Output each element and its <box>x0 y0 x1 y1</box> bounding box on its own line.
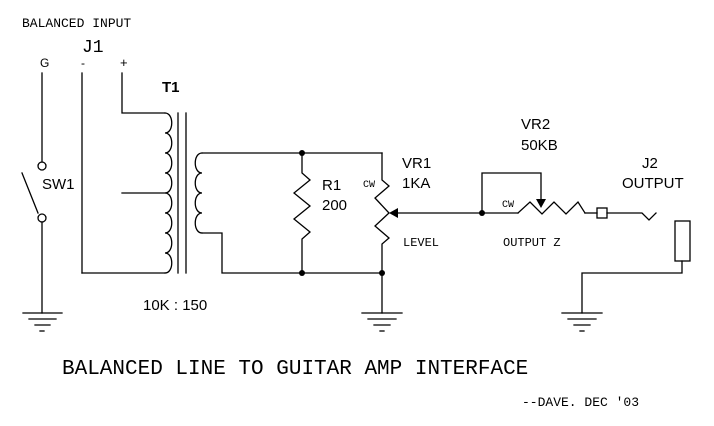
switch-contact-top <box>37 161 47 171</box>
j2-sleeve-body <box>674 220 691 262</box>
vr1-cw-mark: CW <box>363 180 375 191</box>
j1-ref-label: J1 <box>82 38 104 58</box>
junction-dot <box>379 270 385 276</box>
t1-secondary-coil <box>194 152 203 234</box>
t1-ref-label: T1 <box>162 79 180 96</box>
j2-tip-contact <box>606 212 657 221</box>
ground-symbol-output <box>561 312 603 332</box>
switch-contact-bottom <box>37 213 47 223</box>
junction-dot <box>299 150 305 156</box>
sw1-ref-label: SW1 <box>42 176 75 193</box>
ground-symbol-main <box>361 312 403 332</box>
terminal-connector <box>596 207 608 219</box>
vr2-potentiometer <box>517 200 586 215</box>
diagram-credit: --DAVE. DEC '03 <box>522 395 639 410</box>
j1-pin-plus-label: + <box>120 55 128 70</box>
r1-resistor <box>292 152 312 274</box>
vr2-function-label: OUTPUT Z <box>503 236 561 250</box>
diagram-title: BALANCED LINE TO GUITAR AMP INTERFACE <box>62 358 528 381</box>
t1-ratio-label: 10K : 150 <box>143 297 207 314</box>
j2-ref-label: J2 <box>642 155 658 172</box>
j2-ground-wire <box>581 260 683 314</box>
balanced-input-heading: BALANCED INPUT <box>22 16 131 31</box>
vr2-wiper-loop <box>481 172 542 214</box>
sw1-switch <box>21 72 47 314</box>
t1-primary-coil <box>164 112 173 274</box>
switch-blade <box>21 172 39 214</box>
vr2-cw-mark: CW <box>502 200 514 211</box>
vr1-value-label: 1KA <box>402 175 430 192</box>
secondary-bottom-wire <box>201 232 383 274</box>
j1-pin-minus-label: - <box>81 56 85 70</box>
vr2-wiper-arrow <box>536 199 546 208</box>
j1-pin-g-label: G <box>40 56 49 70</box>
junction-dot <box>299 270 305 276</box>
vr1-wiper-arrow <box>389 208 398 218</box>
r1-value-label: 200 <box>322 197 347 214</box>
vr1-ref-label: VR1 <box>402 155 431 172</box>
vr1-potentiometer <box>374 152 390 274</box>
ground-symbol-sw1 <box>22 312 63 332</box>
r1-ref-label: R1 <box>322 177 341 194</box>
vr1-function-label: LEVEL <box>403 236 439 250</box>
j2-output-label: OUTPUT <box>622 175 684 192</box>
vr2-ref-label: VR2 <box>521 116 550 133</box>
j1-plus-wire <box>121 72 166 114</box>
vr2-value-label: 50KB <box>521 137 558 154</box>
